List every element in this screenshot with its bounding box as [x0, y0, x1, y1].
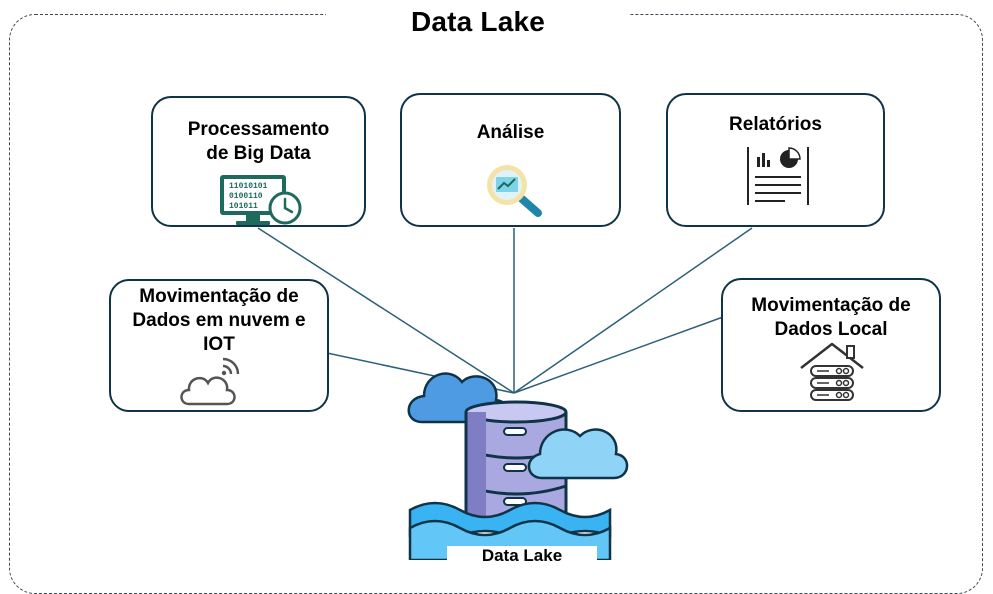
node-local-label: Movimentação de Dados Local	[751, 295, 911, 340]
monitor-clock-icon: 11010101 0100110 101011	[220, 175, 302, 225]
node-reports: Relatórios	[666, 93, 885, 227]
connector-local	[513, 316, 724, 394]
node-analysis: Análise	[400, 93, 621, 227]
connector-reports	[513, 227, 753, 394]
home-server-icon	[800, 342, 864, 401]
database-slots	[503, 427, 527, 506]
title-background	[326, 0, 630, 34]
node-processing-label: Processamento de Big Data	[187, 119, 330, 164]
svg-text:101011: 101011	[229, 202, 258, 211]
report-document-icon	[747, 147, 809, 205]
svg-text:0100110: 0100110	[229, 192, 263, 201]
svg-text:11010101: 11010101	[229, 182, 268, 191]
node-processing: Processamento de Big Data 11010101 01001…	[151, 96, 366, 227]
magnifier-chart-icon	[487, 165, 542, 217]
data-lake-database-icon	[407, 372, 629, 560]
connector-processing	[257, 227, 515, 394]
node-cloud-iot: Movimentação de Dados em nuvem e IOT	[109, 279, 329, 412]
node-analysis-label: Análise	[476, 122, 545, 143]
node-cloud-iot-label: Movimentação de Dados em nuvem e IOT	[132, 286, 306, 355]
node-local: Movimentação de Dados Local	[721, 278, 941, 412]
data-lake-label: Data Lake	[447, 546, 597, 566]
node-reports-label: Relatórios	[729, 114, 822, 135]
cloud-right	[527, 428, 629, 480]
page-title: Data Lake	[410, 6, 546, 37]
cloud-signal-icon	[180, 357, 240, 406]
